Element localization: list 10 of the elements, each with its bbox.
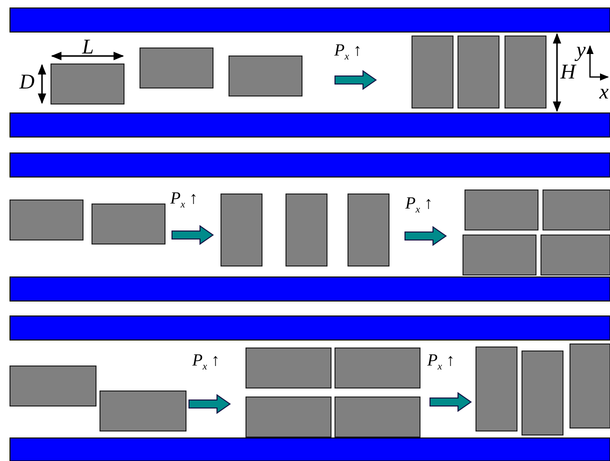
- pressure-label: P$_{x}$ ↑: [334, 41, 362, 63]
- pressure-label: P$_{x}$ ↑: [192, 351, 220, 373]
- dimension-label: y: [576, 40, 586, 60]
- pressure-label: P$_{x}$ ↑: [427, 351, 455, 373]
- dimension-label: L: [82, 36, 94, 58]
- dimension-label: x: [599, 82, 609, 102]
- dimension-label: H: [560, 62, 576, 82]
- pressure-label: P$_{x}$ ↑: [405, 194, 433, 216]
- dimension-label: D: [19, 72, 35, 92]
- pressure-label: P$_{x}$ ↑: [170, 189, 198, 211]
